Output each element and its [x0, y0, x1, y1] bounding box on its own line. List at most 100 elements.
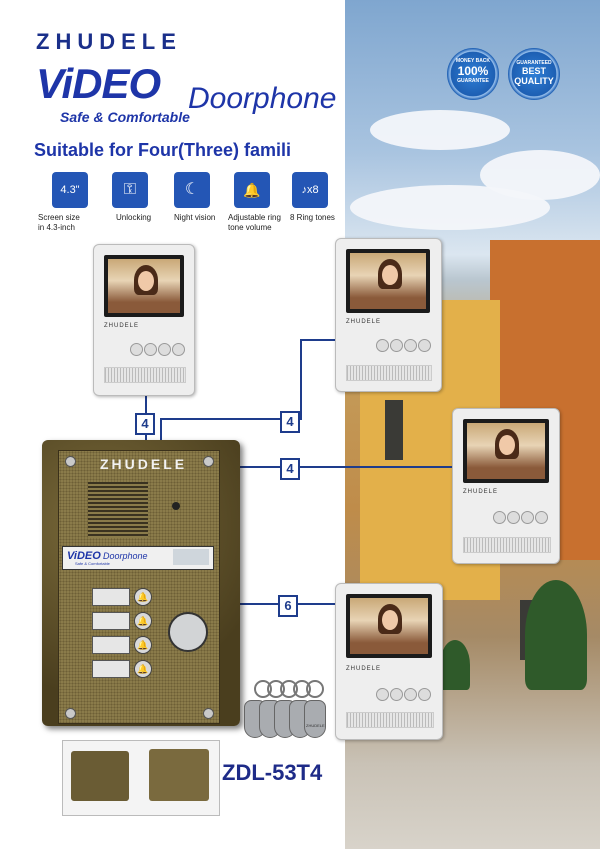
feature-label-line: 8 Ring tones: [290, 213, 335, 222]
monitor-button[interactable]: [507, 511, 520, 524]
name-card-4: [92, 660, 130, 678]
feature-label-line: Adjustable ring: [228, 213, 281, 222]
brand-name: ZHUDELE: [36, 29, 182, 54]
rfid-tag: ZHUDELE: [304, 700, 326, 738]
intercom-button[interactable]: [404, 339, 417, 352]
title-video: ViDEO: [36, 60, 161, 107]
intercom-button[interactable]: [404, 688, 417, 701]
monitor-button[interactable]: [390, 339, 403, 352]
product-thumbnails: [62, 740, 220, 816]
tree: [525, 580, 587, 690]
screw: [65, 708, 76, 719]
seal-top-text: MONEY BACK: [455, 58, 491, 64]
name-card-1: [92, 588, 130, 606]
money-back-seal: MONEY BACK 100% GUARANTEE: [447, 48, 499, 100]
feature-label-line: in 4.3-inch: [38, 223, 75, 232]
name-card-3: [92, 636, 130, 654]
visitor-face: [382, 610, 398, 630]
camera-lens: [172, 502, 180, 510]
feature-label: 8 Ring tones: [290, 213, 335, 223]
feature-label: Unlocking: [116, 213, 151, 223]
visitor-face: [499, 435, 515, 455]
wire-count-label: 4: [135, 413, 155, 435]
ir-window: [173, 549, 209, 565]
cloud: [350, 185, 550, 230]
best-quality-seal: GUARANTEED BEST QUALITY: [508, 48, 560, 100]
seal-main-text: 100%: [457, 64, 489, 78]
window: [385, 400, 403, 460]
screen-size-icon: 4.3": [52, 172, 88, 208]
tagline: Safe & Comfortable: [60, 109, 190, 125]
indoor-monitor: ZHUDELE: [452, 408, 560, 564]
monitor-button[interactable]: [144, 343, 157, 356]
night-vision-icon: ☾: [174, 172, 210, 208]
ring-tones-icon: ♪x8: [292, 172, 328, 208]
screen-image: [350, 598, 428, 654]
intercom-button[interactable]: [158, 343, 171, 356]
screen-image: [467, 423, 545, 479]
rfid-reader[interactable]: [168, 612, 208, 652]
call-button-4[interactable]: 🔔: [134, 660, 152, 678]
feature-label: Adjustable ring tone volume: [228, 213, 281, 233]
seal-top-text: GUARANTEED: [516, 60, 552, 66]
talk-button[interactable]: [493, 511, 506, 524]
panel-brand: ZHUDELE: [100, 456, 188, 472]
talk-button[interactable]: [376, 688, 389, 701]
name-card-2: [92, 612, 130, 630]
wire: [240, 466, 452, 468]
seal-bottom-text: GUARANTEE: [457, 78, 489, 84]
visitor-face: [382, 265, 398, 285]
panel-logo-plate: ViDEO Doorphone Safe & Comfortable: [62, 546, 214, 570]
feature-unlocking: ⚿: [112, 172, 148, 208]
panel-logo-video: ViDEO: [67, 550, 101, 562]
seal-main-text: BEST QUALITY: [514, 66, 554, 86]
talk-button[interactable]: [376, 339, 389, 352]
screw: [203, 708, 214, 719]
panel-speaker: [88, 482, 148, 538]
call-button-3[interactable]: 🔔: [134, 636, 152, 654]
panel-logo-doorphone: Doorphone: [103, 551, 148, 561]
visitor-face: [138, 271, 154, 291]
speaker-grill: [104, 367, 186, 383]
wire: [300, 339, 302, 420]
unlock-button[interactable]: [172, 343, 185, 356]
speaker-grill: [463, 537, 551, 553]
wire-count-label: 4: [280, 458, 300, 480]
monitor-screen: [346, 594, 432, 658]
thumbnail-panel-open: [149, 749, 209, 801]
feature-label-line: Night vision: [174, 213, 216, 222]
call-button-1[interactable]: 🔔: [134, 588, 152, 606]
shrub: [440, 640, 470, 690]
speaker-grill: [346, 712, 434, 728]
unlock-button[interactable]: [535, 511, 548, 524]
screen-image: [108, 259, 180, 313]
monitor-screen: [463, 419, 549, 483]
screw: [203, 456, 214, 467]
ring-volume-icon: 🔔: [234, 172, 270, 208]
monitor-brand: ZHUDELE: [104, 323, 140, 329]
monitor-screen: [104, 255, 184, 317]
key-ring: [306, 680, 324, 698]
indoor-monitor: ZHUDELE: [335, 238, 442, 392]
monitor-button[interactable]: [390, 688, 403, 701]
feature-ring-volume: 🔔: [234, 172, 270, 208]
talk-button[interactable]: [130, 343, 143, 356]
monitor-brand: ZHUDELE: [346, 319, 382, 325]
unlock-button[interactable]: [418, 339, 431, 352]
headline: Suitable for Four(Three) famili: [34, 140, 292, 160]
monitor-screen: [346, 249, 430, 313]
intercom-button[interactable]: [521, 511, 534, 524]
feature-label: Night vision: [174, 213, 215, 223]
feature-label-line: tone volume: [228, 223, 272, 232]
screen-image: [350, 253, 426, 309]
feature-ring-tones: ♪x8: [292, 172, 328, 208]
call-button-2[interactable]: 🔔: [134, 612, 152, 630]
feature-screen-size: 4.3": [52, 172, 88, 208]
wire-count-label: 6: [278, 595, 298, 617]
unlock-button[interactable]: [418, 688, 431, 701]
feature-night-vision: ☾: [174, 172, 210, 208]
thumbnail-panel-front: [71, 751, 129, 801]
feature-label: Screen size in 4.3-inch: [38, 213, 80, 233]
speaker-grill: [346, 365, 432, 381]
wire: [160, 418, 300, 420]
